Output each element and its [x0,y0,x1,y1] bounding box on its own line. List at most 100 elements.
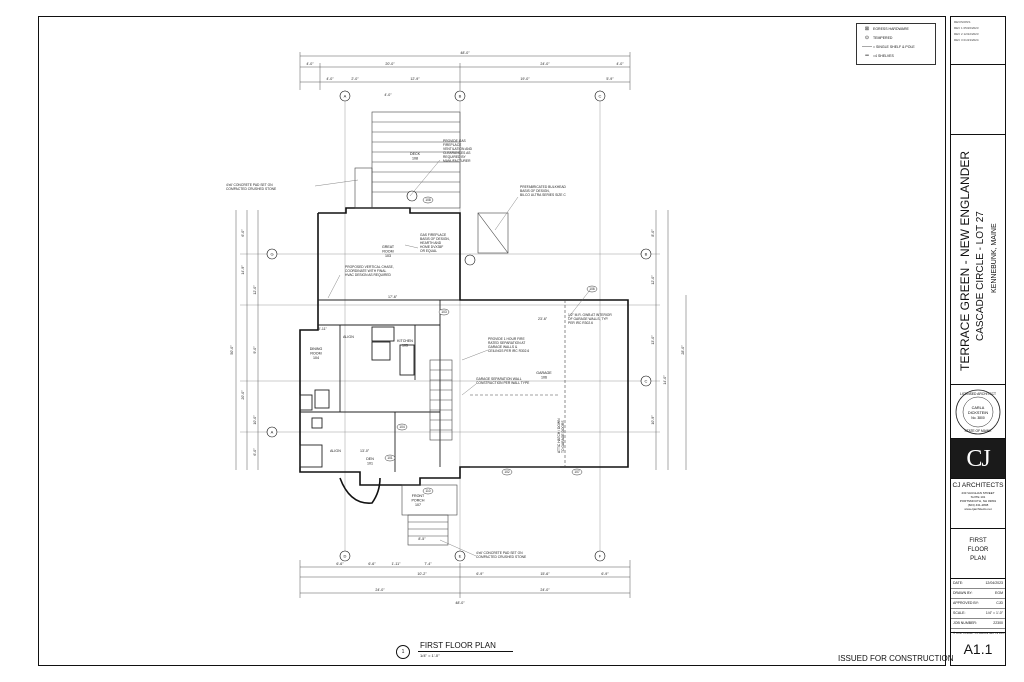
svg-text:PROPOSED VERTICAL CHASE,COORDI: PROPOSED VERTICAL CHASE,COORDINATE WITH … [345,265,394,277]
svg-text:6'-6": 6'-6" [336,562,344,566]
copyright: © COPYRIGHT CJ ARCHITECTS LLC [951,629,1005,637]
symbol-legend: ⊠ EGRESS HARDWARE ⊙ TEMPERED —— = SINGLE… [856,23,936,65]
svg-text:20'-0": 20'-0" [241,390,245,400]
tempered-icon: ⊙ [864,34,870,41]
svg-text:A: A [271,430,274,435]
title-block: REVISIONS REV 1 05/26/2023 REV 2 12/22/2… [950,16,1006,666]
sheet-info: DATE:12/04/2023 DRAWN BY:EGM APPROVED BY… [951,579,1005,635]
info-value: EGM [995,591,1003,595]
svg-text:12'-0": 12'-0" [651,275,655,285]
address-line: PORTSMOUTH, NH 03801 [959,499,997,503]
drawing-scale: 1/4" = 1'-0" [420,653,440,658]
svg-text:106: 106 [589,287,595,291]
inner-labels: ALIGN ALIGN 17'-6" 23'-6" 13'-0" 3'-11" [318,295,548,453]
project-address: CASCADE CIRCLE - LOT 27 [975,211,986,341]
left-dimension-text: 6'-0" 14'-9" 12'-0" 9'-0" 20'-0" 10'-0" … [230,229,257,456]
revisions-box: REVISIONS REV 1 05/26/2023 REV 2 12/22/2… [951,17,1005,65]
grid-bubbles [266,90,652,562]
sheet-name: FIRST FLOOR PLAN [951,529,1005,579]
info-row: APPROVED BY:CJD [951,599,1005,609]
legend-row: —— = SINGLE SHELF & POLE [857,42,935,51]
svg-text:14'-9": 14'-9" [241,265,245,275]
svg-text:A: A [344,94,347,99]
deck [354,111,461,209]
svg-text:102: 102 [504,470,510,474]
legend-label: = SINGLE SHELF & POLE [873,44,915,49]
project-name: TERRACE GREEN - NEW ENGLANDER [958,150,972,371]
svg-text:20'-0": 20'-0" [385,62,395,66]
project-title-box: TERRACE GREEN - NEW ENGLANDER CASCADE CI… [951,135,1005,385]
svg-text:10'-2": 10'-2" [417,572,427,576]
firm-address: 233 VAUGHAN STREET SUITE 101 PORTSMOUTH,… [951,491,1005,511]
note-leaders [314,159,591,557]
svg-text:104: 104 [399,425,405,429]
legend-label: TEMPERED [873,35,893,40]
shelves-icon: ═ [865,52,869,59]
legend-row: ⊙ TEMPERED [857,33,935,42]
section-markers [406,190,476,266]
svg-text:10'-0": 10'-0" [253,415,257,425]
svg-text:C: C [645,379,648,384]
svg-text:ALIGN: ALIGN [343,335,354,339]
svg-text:ATTIC HATCH / DOWNTO GARAGE DO: ATTIC HATCH / DOWNTO GARAGE DOORS [557,418,565,453]
drawing-title-text: FIRST FLOOR PLAN [420,641,496,650]
svg-text:6'-0": 6'-0" [241,229,245,237]
logo-letters: CJ [966,446,990,472]
svg-text:B: B [645,252,648,257]
svg-text:7'-4": 7'-4" [424,562,432,566]
svg-text:23'-6": 23'-6" [538,317,548,321]
info-value: © COPYRIGHT CJ ARCHITECTS LLC [953,631,1005,635]
svg-text:12'-9": 12'-9" [410,77,420,81]
svg-text:9'-0": 9'-0" [253,346,257,354]
svg-text:28'-0": 28'-0" [681,345,685,355]
svg-text:2'-0": 2'-0" [351,77,359,81]
egress-hardware-icon: ⊠ [864,25,870,32]
svg-text:10'-9": 10'-9" [651,415,655,425]
right-dimension-text: 8'-0" 12'-0" 13'-0" 28'-0" 10'-9" 14'-0" [651,229,685,425]
svg-text:48'-0": 48'-0" [460,51,470,55]
info-label: APPROVED BY: [953,601,979,605]
svg-text:4'-0": 4'-0" [616,62,624,66]
revision-line: REV 1 05/26/2023 [954,26,979,30]
svg-text:19'-0": 19'-0" [520,77,530,81]
stairs [429,359,453,441]
info-row: DRAWN BY:EGM [951,589,1005,599]
blank-cell [951,65,1005,135]
firm-name: CJ ARCHITECTS [952,482,1004,489]
info-label: JOB NUMBER: [953,621,977,625]
svg-text:108: 108 [425,198,431,202]
shelf-pole-icon: —— [862,43,872,50]
legend-label: =4 SHELVES [873,53,894,58]
svg-text:4'-0": 4'-0" [326,77,334,81]
info-row: JOB NUMBER:22300 [951,619,1005,629]
door-tags [384,196,598,495]
svg-text:103: 103 [441,310,447,314]
svg-text:13'-0": 13'-0" [651,335,655,345]
project-city: KENNEBUNK, MAINE [991,223,998,293]
architect-seal-box: LICENSED ARCHITECT CARLA DICKSTEIN No. 3… [951,385,1005,439]
svg-text:No. 3800: No. 3800 [971,416,985,420]
address-line: www.cjarchitects.net [964,507,992,511]
sheet-name-line: PLAN [970,556,986,562]
svg-text:48'-0": 48'-0" [455,601,465,605]
svg-text:B: B [459,94,462,99]
svg-text:24'-0": 24'-0" [540,62,550,66]
info-row: SCALE:1/4" = 1'-0" [951,609,1005,619]
dimension-lines [235,52,687,598]
address-line: (603) 431-2808 [967,503,989,507]
svg-text:ALIGN: ALIGN [330,449,341,453]
legend-label: EGRESS HARDWARE [873,26,909,31]
svg-text:STATE OF MAINE: STATE OF MAINE [965,429,993,433]
svg-text:12'-0": 12'-0" [253,285,257,295]
svg-text:4'-0": 4'-0" [306,62,314,66]
